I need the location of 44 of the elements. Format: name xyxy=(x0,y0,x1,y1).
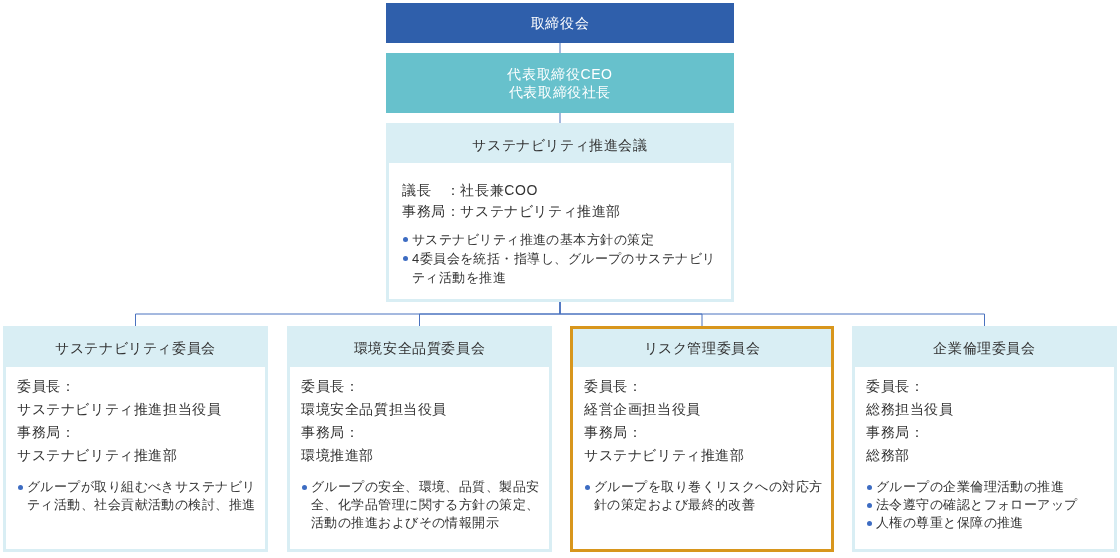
role-text: 事務局： xyxy=(866,422,925,442)
role-text: 委員長： xyxy=(866,376,925,396)
role-text: サステナビリティ推進部 xyxy=(584,445,745,465)
role-text: 事務局： xyxy=(17,422,76,442)
committee-title: リスク管理委員会 xyxy=(643,339,761,357)
bullet-text: 人権の尊重と保障の推進 xyxy=(876,514,1024,532)
connector-line xyxy=(559,42,561,54)
executive-title: 代表取締役CEO xyxy=(507,64,613,83)
council-box xyxy=(386,123,734,302)
committee-title: 環境安全品質委員会 xyxy=(353,339,486,357)
committee-box xyxy=(3,326,268,552)
role-text: 総務担当役員 xyxy=(866,399,954,419)
role-text: 事務局：サステナビリティ推進部 xyxy=(402,201,621,221)
committee-title: 企業倫理委員会 xyxy=(933,339,1036,357)
bullet-text: サステナビリティ推進の基本方針の策定 xyxy=(412,230,655,249)
board-box xyxy=(386,3,734,43)
bullet-text: グループを取り巻くリスクへの対応方針の策定および最終的改善 xyxy=(594,478,824,514)
bullet-text: グループの企業倫理活動の推進 xyxy=(876,478,1065,496)
committee-title: サステナビリティ委員会 xyxy=(55,339,216,357)
role-text: サステナビリティ推進部 xyxy=(17,445,178,465)
committee-box xyxy=(570,326,834,552)
role-text: 環境安全品質担当役員 xyxy=(301,399,447,419)
role-text: 委員長： xyxy=(17,376,76,396)
connector-line xyxy=(559,301,985,327)
role-text: サステナビリティ推進担当役員 xyxy=(17,399,222,419)
connector-line xyxy=(559,112,561,124)
role-text: 議長 ：社長兼COO xyxy=(402,180,538,200)
bullet-text: グループの安全、環境、品質、製品安全、化学品管理に関する方針の策定、活動の推進およびその情報開示 xyxy=(311,478,541,532)
role-text: 事務局： xyxy=(301,422,360,442)
bullet-text: グループが取り組むべきサステナビリティ活動、社会貢献活動の検討、推進 xyxy=(27,478,257,514)
executive-title: 代表取締役社長 xyxy=(508,83,612,102)
committee-box xyxy=(287,326,552,552)
role-text: 委員長： xyxy=(584,376,643,396)
council-title: サステナビリティ推進会議 xyxy=(472,135,648,154)
role-text: 事務局： xyxy=(584,422,643,442)
bullet-text: 法令遵守の確認とフォローアップ xyxy=(876,496,1078,514)
bullet-text: 4委員会を統括・指導し、グループのサステナビリティ活動を推進 xyxy=(412,249,717,287)
role-text: 委員長： xyxy=(301,376,360,396)
role-text: 総務部 xyxy=(866,445,910,465)
executive-box xyxy=(386,53,734,113)
role-text: 経営企画担当役員 xyxy=(584,399,701,419)
role-text: 環境推進部 xyxy=(301,445,374,465)
board-title: 取締役会 xyxy=(530,13,590,33)
committee-box xyxy=(852,326,1117,552)
